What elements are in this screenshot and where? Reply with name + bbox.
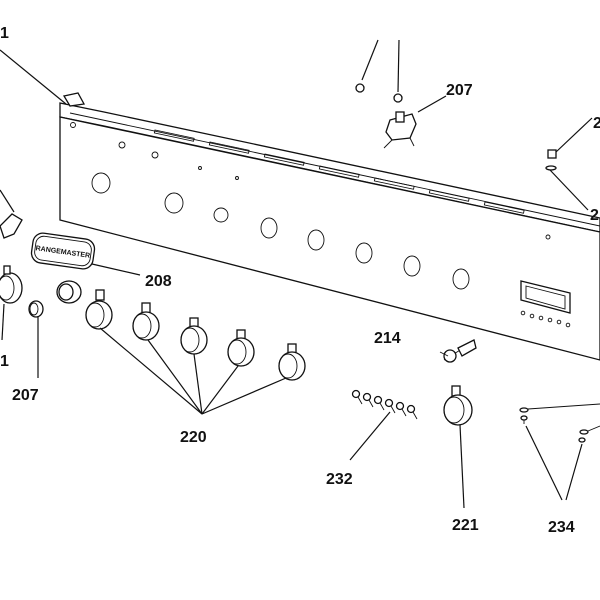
label-screw-a: 2 bbox=[593, 115, 600, 132]
top-screws bbox=[355, 39, 403, 103]
label-207-left: 207 bbox=[12, 387, 39, 404]
label-221: 221 bbox=[452, 517, 479, 534]
knob bbox=[132, 302, 160, 341]
left-bracket bbox=[0, 189, 23, 239]
knob bbox=[227, 329, 255, 367]
label-208: 208 bbox=[145, 273, 172, 290]
panel-slots bbox=[153, 129, 525, 214]
clips-234 bbox=[519, 403, 600, 501]
label-232: 232 bbox=[326, 471, 353, 488]
screws-232 bbox=[349, 389, 418, 461]
clock-display bbox=[520, 280, 571, 328]
ignition-button-left bbox=[28, 300, 44, 378]
label-panel: 1 bbox=[0, 25, 9, 42]
label-screw-b: 2 bbox=[590, 207, 599, 224]
label-214: 214 bbox=[374, 330, 401, 347]
panel-leader bbox=[0, 49, 67, 105]
label-207-top: 207 bbox=[446, 82, 473, 99]
label-220: 220 bbox=[180, 429, 207, 446]
indicator-cap bbox=[56, 280, 82, 304]
right-screws bbox=[545, 117, 593, 211]
panel-knob-holes bbox=[91, 172, 470, 290]
ignition-switch-top bbox=[383, 95, 447, 149]
knob-221 bbox=[443, 385, 473, 509]
label-234: 234 bbox=[548, 519, 575, 536]
knob bbox=[85, 289, 113, 330]
knob bbox=[180, 317, 208, 355]
label-left-knob: 1 bbox=[0, 353, 9, 370]
rotary-switch-214 bbox=[439, 339, 477, 363]
knobs-leaders bbox=[99, 327, 287, 415]
left-knob bbox=[0, 265, 23, 341]
control-panel bbox=[0, 49, 600, 361]
part-labels: 1 207 2 2 208 1 207 220 214 232 221 234 bbox=[0, 25, 600, 536]
brand-badge: RANGEMASTER bbox=[30, 232, 141, 276]
knob bbox=[278, 343, 306, 381]
knobs-220 bbox=[85, 289, 306, 415]
